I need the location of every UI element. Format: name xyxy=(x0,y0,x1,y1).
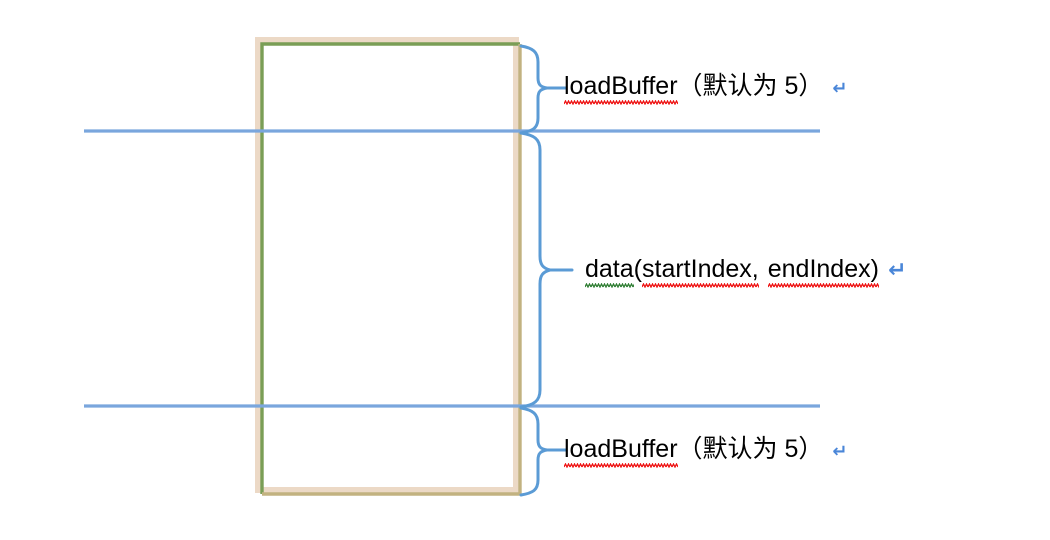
label-middle-open-paren: ( xyxy=(633,255,642,283)
label-middle-flagged-word-2: endIndex) xyxy=(767,255,880,288)
label-load-buffer-bottom: loadBuffer（默认为 5） ↵ xyxy=(564,435,848,468)
label-bottom-rest: （默认为 5） xyxy=(677,435,824,463)
label-data-range: data(startIndex,endIndex) ↵ xyxy=(585,255,907,288)
label-top-flagged-word: loadBuffer xyxy=(564,72,678,105)
label-top-rest: （默认为 5） xyxy=(677,72,824,100)
label-middle-grammar-word: data xyxy=(585,255,634,288)
label-middle-flagged-word-1: startIndex, xyxy=(642,255,759,288)
label-load-buffer-top: loadBuffer（默认为 5） ↵ xyxy=(564,72,848,105)
bottom-bracket xyxy=(519,406,549,497)
top-bracket xyxy=(519,44,549,135)
paragraph-return-icon: ↵ xyxy=(832,441,848,462)
rectangle-border-tan xyxy=(262,44,522,496)
rectangle-shadow xyxy=(255,37,519,493)
rectangle-border-green xyxy=(260,42,520,494)
middle-bracket xyxy=(519,131,552,409)
paragraph-return-icon: ↵ xyxy=(887,258,907,283)
label-bottom-flagged-word: loadBuffer xyxy=(564,435,678,468)
paragraph-return-icon: ↵ xyxy=(832,78,848,99)
